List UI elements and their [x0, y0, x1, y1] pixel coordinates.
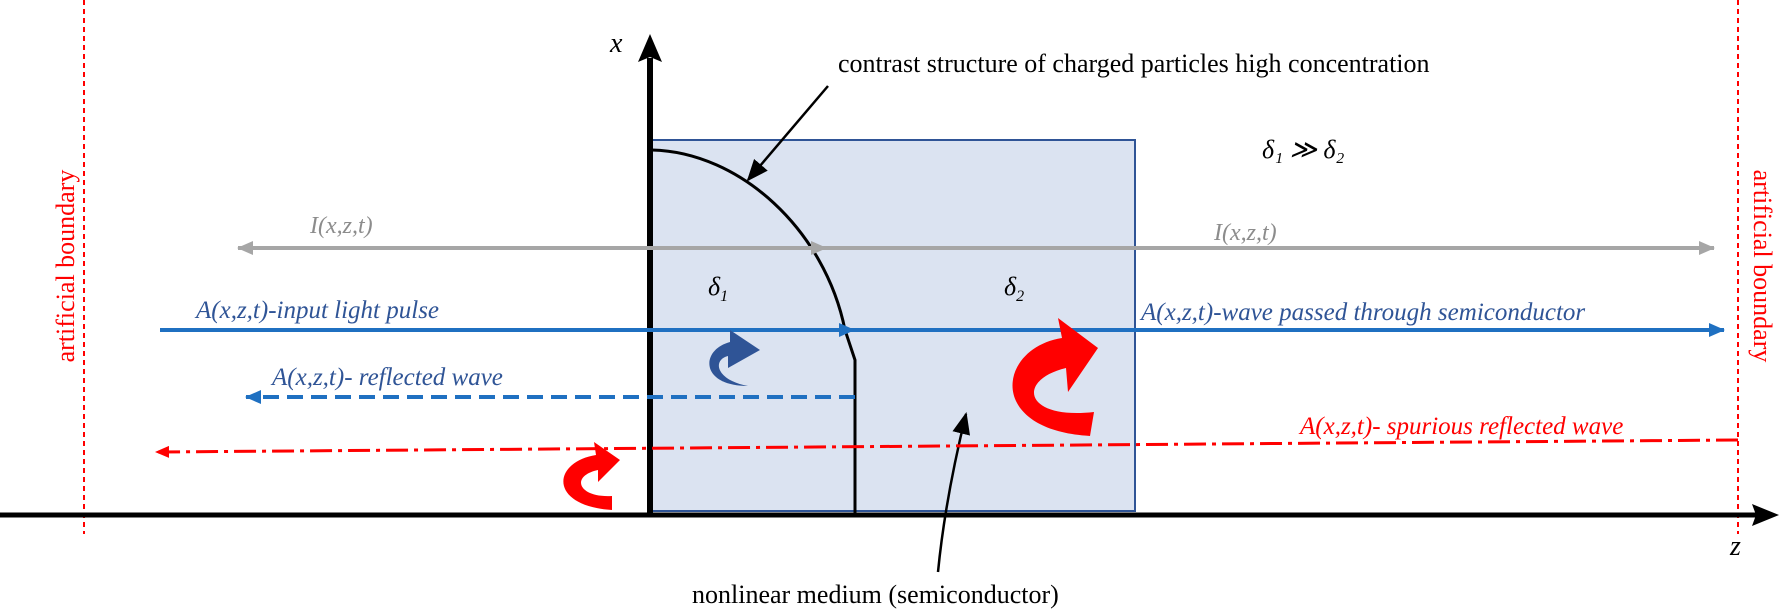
region-delta2-symbol: δ — [1004, 272, 1017, 301]
passed-wave-label: A(x,z,t)-wave passed through semiconduct… — [1139, 299, 1585, 326]
region-delta1-label: δ1 — [708, 272, 728, 305]
right-boundary-label: artificial boundary — [1748, 170, 1777, 363]
contrast-structure-pointer — [746, 85, 829, 182]
small-red-curved-arrow-icon — [563, 442, 620, 510]
region-delta2-subscript: 2 — [1016, 288, 1024, 305]
z-axis-label: z — [1729, 531, 1741, 562]
spurious-reflected-arrow — [155, 438, 1739, 458]
x-axis-label: x — [609, 28, 623, 59]
left-boundary-label: artificial boundary — [51, 170, 80, 363]
intensity-label-left: I(x,z,t) — [309, 213, 373, 239]
z-axis-arrowhead — [1752, 504, 1779, 526]
region-delta1-symbol: δ — [708, 272, 721, 301]
medium-label: nonlinear medium (semiconductor) — [692, 580, 1059, 609]
intensity-label-right: I(x,z,t) — [1213, 220, 1277, 246]
semiconductor-box — [649, 139, 1136, 512]
medium-pointer — [936, 412, 971, 573]
large-red-curved-arrow-icon — [1012, 318, 1098, 436]
x-axis-arrowhead — [638, 34, 662, 62]
reflected-wave-label: A(x,z,t)- reflected wave — [270, 364, 503, 391]
region-delta1-subscript: 1 — [720, 288, 728, 305]
contrast-structure-label: contrast structure of charged particles … — [838, 49, 1430, 78]
contrast-structure-curve — [651, 148, 857, 515]
region-delta2-label: δ2 — [1004, 272, 1024, 305]
spurious-wave-label: A(x,z,t)- spurious reflected wave — [1298, 413, 1623, 440]
small-blue-curved-arrow-icon — [709, 330, 760, 386]
condition-label: δ₁ ≫ δ₂ — [1262, 135, 1344, 164]
input-pulse-label: A(x,z,t)-input light pulse — [194, 297, 439, 324]
